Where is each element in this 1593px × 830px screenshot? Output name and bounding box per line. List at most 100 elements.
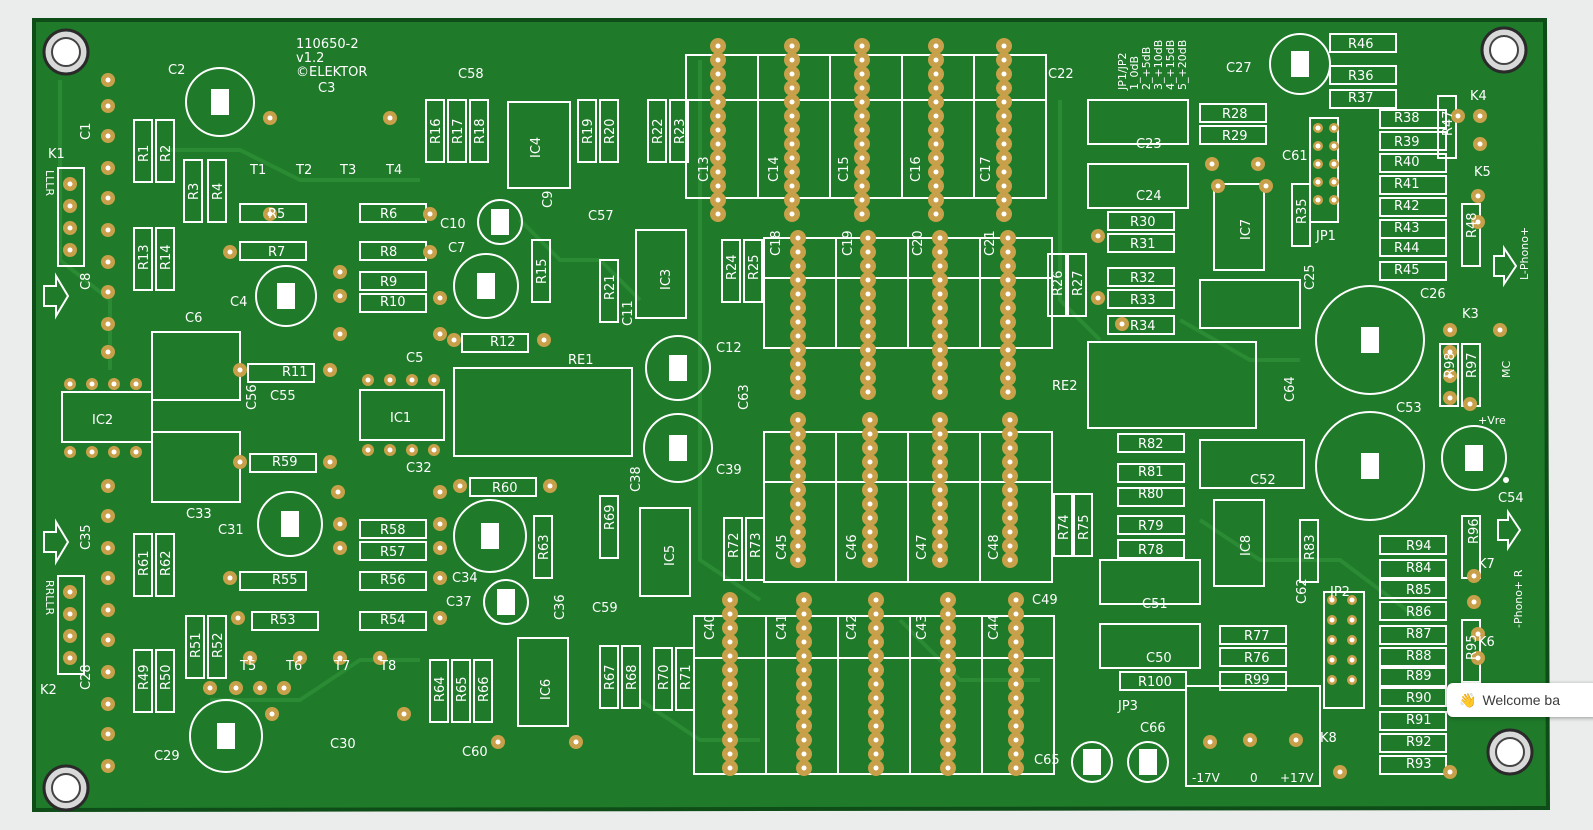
component-label-c36: C36 [553,594,568,620]
drill-hole [945,723,951,729]
drill-hole [1005,361,1011,367]
jumper-legend-line: 1_0dB [1128,56,1141,90]
component-label-r45: R45 [1394,263,1420,278]
connector-label-phono-l: L-Phono+ [1518,227,1531,280]
component-label-r25: R25 [747,254,762,280]
component-label-r16: R16 [429,118,444,144]
drill-hole [789,211,795,217]
drill-hole [795,487,801,493]
drill-hole [867,501,873,507]
component-label-r54: R54 [380,613,406,628]
drill-hole [237,459,243,465]
component-label-c33: C33 [186,507,212,522]
resistor-outline [1379,755,1447,775]
drill-hole [859,57,865,63]
board-version-label: v1.2 [296,51,324,66]
resistor-outline-vertical [1047,253,1067,317]
drill-hole [387,115,393,121]
drill-hole [1329,617,1335,623]
drill-hole [1471,573,1477,579]
drill-hole [715,211,721,217]
drill-hole [937,235,943,241]
component-label-k5: K5 [1474,165,1491,180]
drill-hole [1001,197,1007,203]
drill-hole [105,289,111,295]
drill-hole [1209,161,1215,167]
component-label-c23: C23 [1136,137,1162,152]
resistor-outline-vertical [185,615,205,679]
component-label-c51: C51 [1142,597,1168,612]
component-label-r46: R46 [1348,37,1374,52]
ic8-outline [1213,499,1265,587]
resistor-outline [1219,647,1287,667]
drill-hole [1331,179,1337,185]
drill-hole [873,765,879,771]
drill-hole [105,227,111,233]
drill-hole [1005,277,1011,283]
component-label-c55: C55 [270,389,296,404]
component-label-r83: R83 [1303,534,1318,560]
drill-hole [327,367,333,373]
component-label-r88: R88 [1406,649,1432,664]
drill-hole [1455,113,1461,119]
drill-hole [67,381,73,387]
drill-hole [859,197,865,203]
drill-hole [1001,169,1007,175]
capacitor-body [669,435,687,461]
resistor-outline-vertical [425,99,445,163]
drill-hole [1013,681,1019,687]
component-label-r11: R11 [282,365,308,380]
resistor-outline-vertical [1073,493,1093,557]
component-label-c16: C16 [909,156,924,182]
component-label-c65: C65 [1034,753,1060,768]
drill-hole [715,127,721,133]
drill-hole [337,655,343,661]
component-label-c58: C58 [458,67,484,82]
drill-hole [1013,695,1019,701]
resistor-outline [1379,687,1447,707]
status-dot [1503,477,1509,483]
drill-hole [789,113,795,119]
component-label-r18: R18 [473,118,488,144]
drill-hole [865,347,871,353]
component-label-c17: C17 [979,156,994,182]
drill-hole [801,681,807,687]
drill-hole [1001,141,1007,147]
drill-hole [801,751,807,757]
drill-hole [715,169,721,175]
resistor-outline [247,363,315,383]
resistor-outline-vertical [621,645,641,709]
drill-hole [945,667,951,673]
drill-hole [867,529,873,535]
drill-hole [859,169,865,175]
drill-hole [859,141,865,147]
component-label-r66: R66 [477,676,492,702]
drill-hole [1329,637,1335,643]
drill-hole [933,141,939,147]
drill-hole [1007,543,1013,549]
drill-hole [937,347,943,353]
capacitor-body [217,723,235,749]
welcome-notification[interactable]: 👋 Welcome ba [1447,683,1593,717]
component-label-r61: R61 [137,550,152,576]
component-label-r90: R90 [1406,691,1432,706]
resistor-outline [359,571,427,591]
drill-hole [727,765,733,771]
drill-hole [89,381,95,387]
component-label-r92: R92 [1406,735,1432,750]
drill-hole [937,319,943,325]
silk-outline [1099,559,1201,605]
connector-label-k1: LLLR [43,170,56,196]
electrolytic-capacitor-outline [453,253,519,319]
drill-hole [133,449,139,455]
drill-hole [495,739,501,745]
ic4-outline [507,101,571,189]
electrolytic-capacitor-outline [1315,411,1425,521]
drill-hole [933,211,939,217]
drill-hole [1001,57,1007,63]
component-label-r84: R84 [1406,561,1432,576]
drill-hole [1013,765,1019,771]
drill-hole [67,449,73,455]
drill-hole [1001,155,1007,161]
